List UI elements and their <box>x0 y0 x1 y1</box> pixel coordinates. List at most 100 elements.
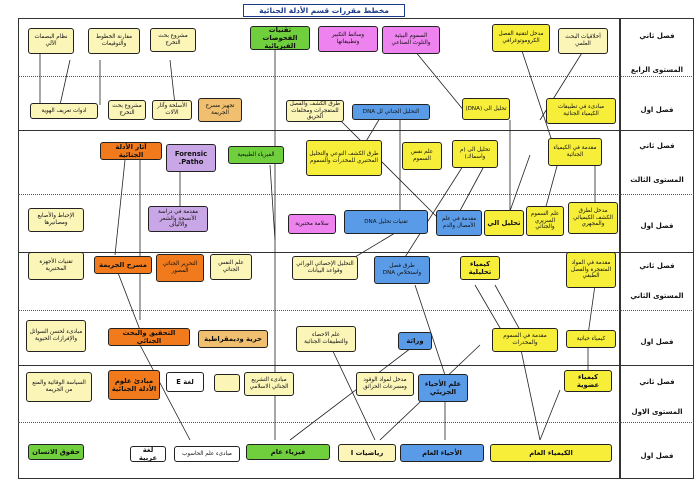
course-box[interactable]: مدخل لمواد الوقود ومسرعات الحرائق <box>356 372 414 396</box>
course-box[interactable]: مبادىء علم الحاسوب <box>174 446 240 462</box>
course-box[interactable]: كيمياء تحليلية <box>460 256 500 280</box>
level-label-fourth: المستوى الرابع <box>630 66 684 74</box>
course-box[interactable]: وسائط التكبير وتطبيقاتها <box>318 26 378 52</box>
course-label: مدخل لمواد الوقود ومسرعات الحرائق <box>363 377 407 390</box>
course-label: الكيمياء العام <box>529 449 573 457</box>
course-box[interactable]: رياضيات I <box>338 444 396 462</box>
course-box[interactable]: كيمياء عضوية <box>564 370 612 392</box>
course-box[interactable]: مشروع بحث التخرج <box>108 100 146 120</box>
course-box[interactable]: الفيزياء الطبيعية <box>228 146 284 164</box>
course-label: علم السموم السريري والجنائي <box>530 211 560 231</box>
course-label: كيمياء تحليلية <box>468 260 492 276</box>
course-box[interactable]: الإحباط والأصابع ومصانيرها <box>28 208 84 232</box>
course-label: مبادىء لحسن السوائل والإفرازات الحيوية <box>29 329 83 342</box>
course-box[interactable]: طرق الكشف النوعي والتحليل المختبري للمخد… <box>306 140 382 176</box>
course-box[interactable]: لغة عربية <box>130 446 166 462</box>
course-box[interactable]: نظام البصمات الآلي <box>28 28 74 54</box>
course-box[interactable]: علم الأحياء الجزيئي <box>418 374 468 402</box>
course-box[interactable]: Forensic Patho. <box>166 144 216 172</box>
course-label: كيمياء حياتية <box>576 335 606 342</box>
course-box[interactable]: وراثة <box>398 332 432 350</box>
course-box[interactable]: مقدمة في السموم والمخدرات <box>492 328 558 352</box>
course-box[interactable]: طرق الكشف والفصل للمتفجرات ومخلفات الحري… <box>286 100 344 122</box>
course-box[interactable]: تحليل الى (DNA) <box>462 98 510 120</box>
course-box[interactable]: مقارنة الخطوط والتوقيعات <box>88 28 140 54</box>
semester-label-second: فصل ثاني <box>639 32 675 40</box>
course-label: حقوق الانسان <box>32 448 80 456</box>
course-box[interactable]: آثار الأدلة الجنائية <box>100 142 162 160</box>
course-label: نظام البصمات الآلي <box>34 34 68 47</box>
course-box[interactable]: تقنيات الفحوصات الفيزيائية <box>250 26 310 50</box>
course-box[interactable]: كيمياء حياتية <box>566 330 616 348</box>
course-label: مقارنة الخطوط والتوقيعات <box>95 34 133 47</box>
course-box[interactable]: تجهيز مسرح الجريمة <box>198 98 242 122</box>
course-box[interactable]: التحقيق والبحث الجنائي <box>108 328 190 346</box>
semester-separator <box>18 76 694 77</box>
course-box[interactable]: ادوات تعريف الهوية <box>30 103 98 119</box>
course-box[interactable]: تقنيات تحليل DNA <box>344 210 428 234</box>
course-box[interactable]: مدخل لطرق الكشف الكيميائي والمجهري <box>568 202 618 234</box>
course-box[interactable]: الكيمياء العام <box>490 444 612 462</box>
course-label: مبادىء في تطبيقات الكيمياء الجنائية <box>557 104 605 117</box>
level-separator <box>18 130 694 131</box>
course-label: طرق الكشف النوعي والتحليل المختبري للمخد… <box>309 151 379 164</box>
course-box[interactable]: التحليل الإحصائي الوراثي وقواعد البيانات <box>292 256 358 280</box>
course-label: سلامة مختبرية <box>295 220 329 227</box>
course-label: مدخل لتقنية الفصل الكروموتوغرافي <box>498 31 544 44</box>
course-box[interactable]: لغة E <box>214 374 240 392</box>
course-label: السياسة الوقائية والمنع من الجريمة <box>32 380 86 393</box>
course-label: Forensic Patho. <box>174 150 208 166</box>
course-box[interactable]: مقدمة في علم الأمصال والدم <box>436 210 482 236</box>
course-box[interactable]: السياسة الوقائية والمنع من الجريمة <box>26 372 92 402</box>
course-box[interactable]: تحليل الى (م واسماك) <box>452 140 498 168</box>
course-box[interactable]: مقدمة في المواد المتفجرة والفصل الطبقي <box>566 252 616 288</box>
course-box[interactable]: مقدمة في دراسة الأنسجة والشعر والألياف <box>148 206 208 232</box>
course-box[interactable]: لغة E <box>166 372 204 392</box>
course-label: مشروع بحث التخرج <box>112 103 142 116</box>
course-label: مقدمة في السموم والمخدرات <box>503 333 547 346</box>
course-label: ادوات تعريف الهوية <box>41 107 87 114</box>
course-label: علم الاحصاء والتطبيقات الجنائية <box>304 332 348 345</box>
course-box[interactable]: مبادىء التشريع الجنائي الاسلامي <box>244 372 294 396</box>
course-box[interactable]: حرية وديمقراطية <box>198 330 268 348</box>
course-label: مسرح الجريمة <box>99 261 147 269</box>
course-box[interactable]: مشروع بحث التخرج <box>150 28 196 52</box>
course-box[interactable]: سلامة مختبرية <box>288 214 336 234</box>
semester-separator <box>18 194 694 195</box>
level-separator <box>18 365 694 366</box>
course-box[interactable]: علم النفس الجنائي <box>210 254 252 280</box>
semester-label-first: فصل اول <box>640 222 674 230</box>
course-box[interactable]: الأسلحة وآثار الآلات <box>152 100 192 120</box>
course-box[interactable]: طرق فصل واستخلاص DNA <box>374 256 430 284</box>
course-label: طرق الكشف والفصل للمتفجرات ومخلفات الحري… <box>289 101 341 121</box>
course-box[interactable]: السموم البيئية والتلوث الصناعي <box>382 26 440 54</box>
course-label: رياضيات I <box>350 449 384 457</box>
course-box[interactable]: علم السموم السريري والجنائي <box>526 206 564 236</box>
course-box[interactable]: مبادئ علوم الأدلة الجنائية <box>108 370 160 400</box>
course-box[interactable]: التحليل الجنائي لل DNA <box>352 104 430 120</box>
course-box[interactable]: تقنيات الأجهزة المختبرية <box>28 252 84 280</box>
course-box[interactable]: علم الاحصاء والتطبيقات الجنائية <box>296 326 356 352</box>
course-box[interactable]: مبادىء لحسن السوائل والإفرازات الحيوية <box>26 320 86 352</box>
level-separator <box>18 252 694 253</box>
course-label: وراثة <box>406 337 424 345</box>
course-label: لغة عربية <box>138 446 158 462</box>
course-box[interactable]: الأحياء العام <box>400 444 484 462</box>
semester-label-first: فصل اول <box>640 106 674 114</box>
level-label-third: المستوى الثالث <box>630 176 684 184</box>
course-label: علم الأحياء الجزيئي <box>424 380 462 396</box>
course-box[interactable]: مقدمة في الكيمياء الجنائية <box>548 138 602 166</box>
course-box[interactable]: التحرير الجنائي المصور <box>156 254 204 282</box>
course-box[interactable]: حقوق الانسان <box>28 444 84 460</box>
course-box[interactable]: مسرح الجريمة <box>94 256 152 274</box>
course-box[interactable]: أخلاقيات البحث العلمي <box>558 28 608 54</box>
course-box[interactable]: فيزياء عام <box>246 444 330 460</box>
course-box[interactable]: تحليل الي <box>484 210 524 236</box>
course-label: مقدمة في الكيمياء الجنائية <box>553 145 597 158</box>
course-box[interactable]: علم نفس السموم <box>402 142 442 170</box>
course-box[interactable]: مدخل لتقنية الفصل الكروموتوغرافي <box>492 24 550 52</box>
course-box[interactable]: مبادىء في تطبيقات الكيمياء الجنائية <box>546 98 616 124</box>
course-label: تقنيات الفحوصات الفيزيائية <box>262 26 298 50</box>
course-label: مقدمة في علم الأمصال والدم <box>441 216 477 229</box>
